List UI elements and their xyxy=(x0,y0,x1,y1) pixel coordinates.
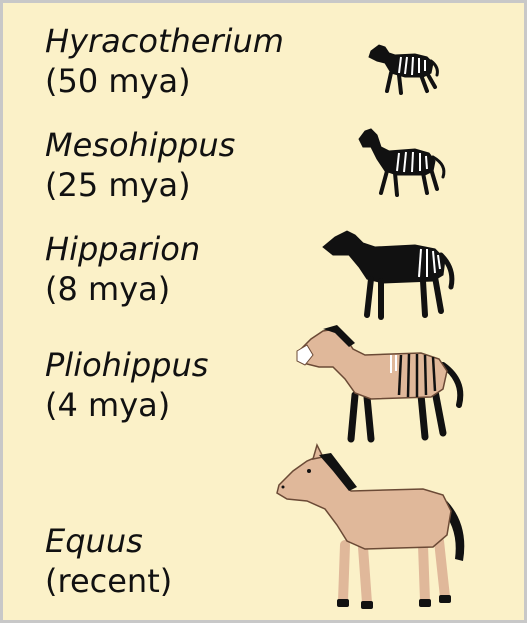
species-label-equus: Equus (recent) xyxy=(45,521,172,601)
species-name: Pliohippus xyxy=(45,345,208,385)
species-name: Mesohippus xyxy=(45,125,235,165)
species-label-mesohippus: Mesohippus (25 mya) xyxy=(45,125,235,205)
species-age: (25 mya) xyxy=(45,165,235,205)
species-name: Equus xyxy=(45,521,172,561)
species-label-hyracotherium: Hyracotherium (50 mya) xyxy=(45,21,284,101)
pliohippus-illustration-icon xyxy=(293,321,469,443)
species-name: Hipparion xyxy=(45,229,200,269)
hipparion-silhouette-icon xyxy=(319,225,457,321)
species-age: (4 mya) xyxy=(45,385,208,425)
equus-illustration-icon xyxy=(273,441,473,613)
hyracotherium-silhouette-icon xyxy=(365,39,441,97)
species-age: (50 mya) xyxy=(45,61,284,101)
species-name: Hyracotherium xyxy=(45,21,284,61)
species-age: (recent) xyxy=(45,561,172,601)
mesohippus-silhouette-icon xyxy=(353,125,451,197)
species-label-hipparion: Hipparion (8 mya) xyxy=(45,229,200,309)
species-age: (8 mya) xyxy=(45,269,200,309)
species-label-pliohippus: Pliohippus (4 mya) xyxy=(45,345,208,425)
